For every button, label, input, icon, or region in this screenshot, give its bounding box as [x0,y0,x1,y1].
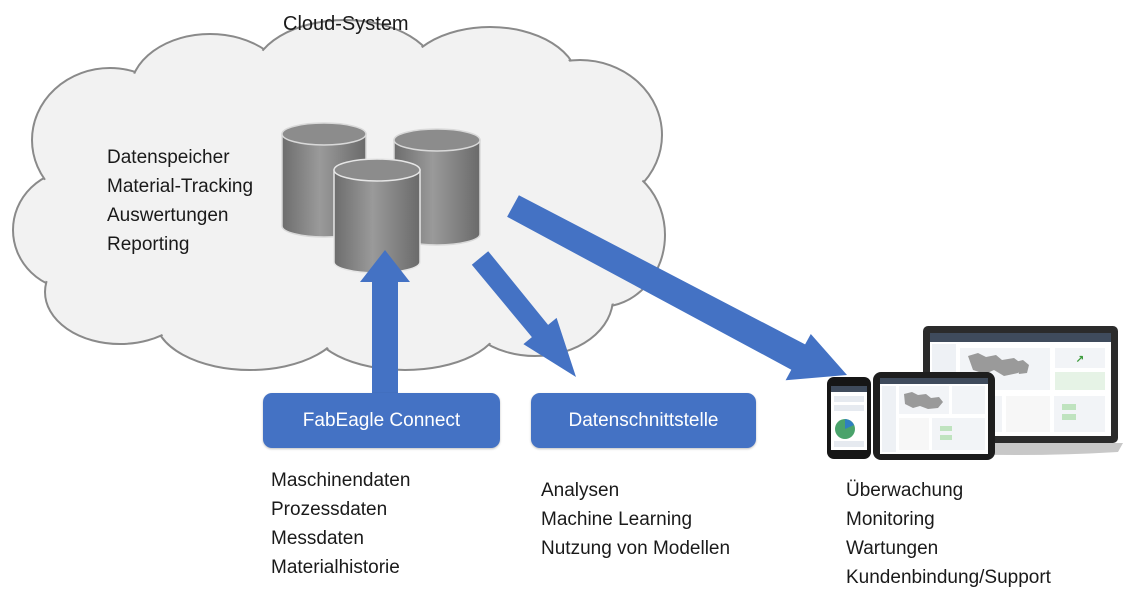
database-icon-front [333,158,421,274]
list-item: Kundenbindung/Support [846,567,1051,588]
arrow-up-to-cloud [360,250,410,393]
arrow-to-devices [507,195,847,381]
list-item: Prozessdaten [271,499,388,520]
list-item: Auswertungen [107,205,229,226]
list-item: Überwachung [846,480,964,501]
list-item: Monitoring [846,509,935,530]
cloud-title: Cloud-System [283,13,409,35]
fabeagle-connect-box: FabEagle Connect [263,393,500,448]
list-item: Reporting [107,234,190,255]
list-item: Materialhistorie [271,557,400,578]
interface-use-list: Analysen Machine Learning Nutzung von Mo… [541,476,730,563]
connect-data-list: Maschinendaten Prozessdaten Messdaten Ma… [271,466,410,582]
list-item: Material-Tracking [107,176,254,197]
data-interface-box: Datenschnittstelle [531,393,756,448]
devices-use-list: Überwachung Monitoring Wartungen Kundenb… [846,476,1051,592]
phone-device-icon [827,377,871,459]
list-item: Datenspeicher [107,147,230,168]
svg-text:↗: ↗ [1076,354,1084,365]
list-item: Machine Learning [541,509,693,530]
list-item: Analysen [541,480,620,501]
list-item: Maschinendaten [271,470,411,491]
cloud-feature-list: Datenspeicher Material-Tracking Auswertu… [107,143,253,259]
arrow-to-data-interface [471,251,576,377]
laptop-device-icon: ↗ [908,326,1123,455]
list-item: Nutzung von Modellen [541,538,731,559]
cloud-shape [12,19,666,371]
list-item: Wartungen [846,538,939,559]
tablet-device-icon [873,372,995,460]
list-item: Messdaten [271,528,364,549]
